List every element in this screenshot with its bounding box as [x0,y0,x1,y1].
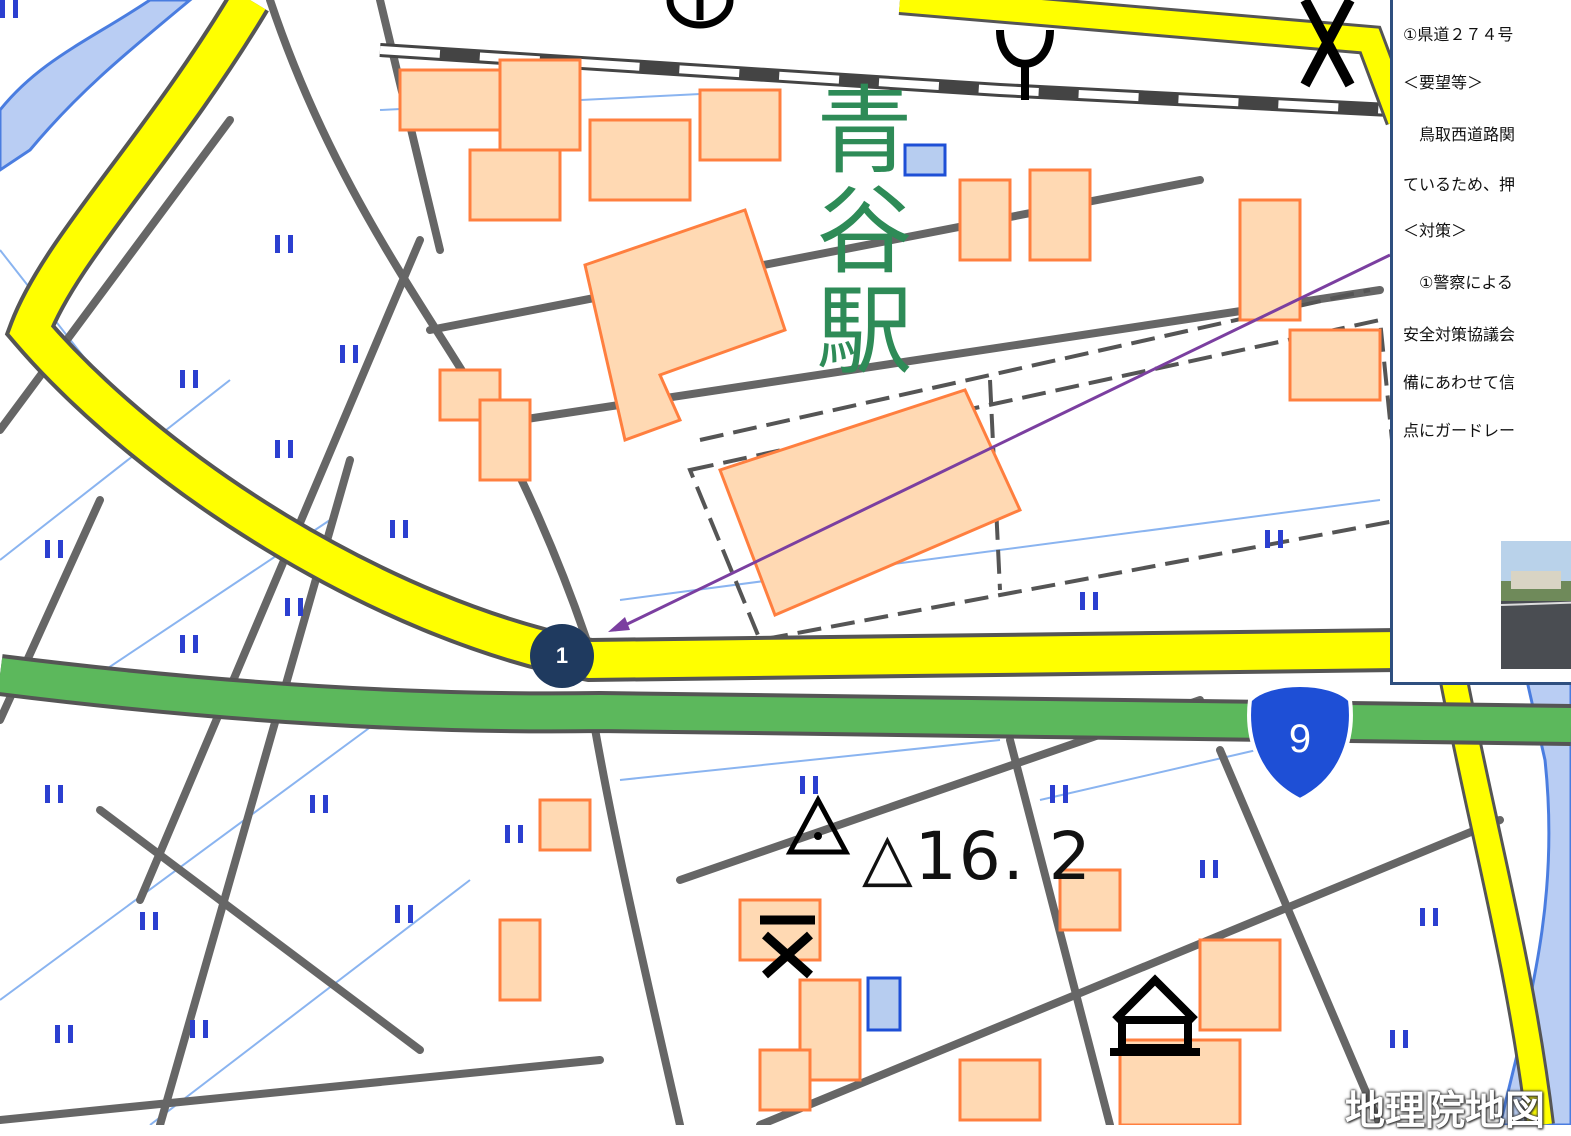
museum-icon [1110,974,1200,1056]
callout-line: ＜対策＞ [1403,221,1468,240]
triangulation-point-icon [785,794,851,855]
river-west [0,0,193,172]
site-photo[interactable] [1501,541,1571,669]
callout-line: 備にあわせて信 [1403,373,1516,392]
railway [379,43,1391,117]
callout-leader [608,253,1391,632]
police-box-icon [666,0,734,29]
callout-line: ているため、押 [1403,175,1516,194]
callout-line: ①県道２７４号 [1403,25,1514,44]
info-callout: ①県道２７４号 ＜要望等＞ 鳥取西道路関 ているため、押 ＜対策＞ ①警察による… [1390,0,1571,685]
callout-line: ＜要望等＞ [1403,73,1484,92]
buildings [398,58,1382,1125]
post-office-icon [996,29,1054,100]
map-attribution: 地理院地図 [1345,1088,1545,1134]
callout-line: 安全対策協議会 [1403,325,1516,344]
rice-field-icon [0,0,1438,1048]
callout-line: 鳥取西道路関 [1403,125,1516,144]
pool [866,976,902,1032]
callout-line: ①警察による [1403,273,1513,292]
route-9-number: 9 [1289,717,1311,761]
route-9-shield: 9 [1247,683,1353,803]
shrine-icon [1300,0,1355,88]
callout-line: 点にガードレー [1403,421,1516,440]
national-route-9[interactable] [0,654,1571,746]
river-east [1498,638,1571,1125]
station-label: 青谷駅 [800,80,912,380]
elevation-label: △16. 2 [862,818,1093,895]
location-marker-1[interactable]: 1 [530,624,594,688]
school-icon [760,915,815,979]
pond [903,143,947,177]
